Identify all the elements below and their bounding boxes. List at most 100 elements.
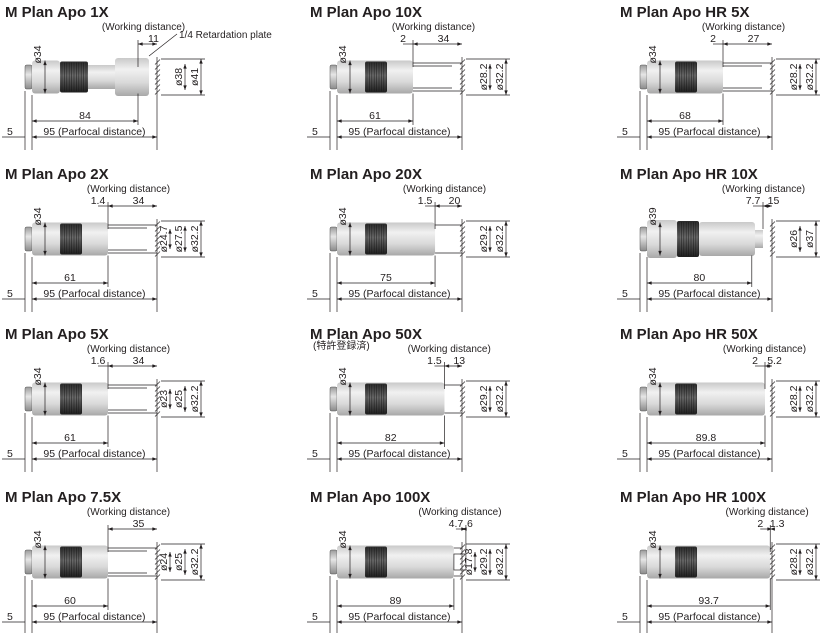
outer-diameter-label: ø32.2 xyxy=(189,225,201,252)
thread-cap xyxy=(329,549,338,575)
thread-length-label: 5 xyxy=(622,611,628,623)
focal-plane-hatch xyxy=(154,251,161,257)
focal-plane-hatch xyxy=(459,396,466,402)
focal-plane-hatch xyxy=(769,544,776,550)
focal-plane-hatch xyxy=(154,381,161,387)
parfocal-label: 95 (Parfocal distance) xyxy=(348,448,450,460)
focal-plane-hatch xyxy=(459,59,466,65)
objective-body xyxy=(647,382,765,416)
retardation-plate-leader xyxy=(148,33,178,57)
working-distance-caption: (Working distance) xyxy=(87,344,170,355)
thread-length-label: 5 xyxy=(7,126,13,138)
focal-plane-hatch xyxy=(459,549,466,555)
working-distance-label: 27 xyxy=(748,33,760,45)
thread-cap xyxy=(639,549,648,575)
focal-plane-hatch xyxy=(154,59,161,65)
objective-title: M Plan Apo 7.5X xyxy=(5,489,121,506)
objective-title: M Plan Apo 2X xyxy=(5,166,109,183)
focal-plane-hatch xyxy=(154,559,161,565)
focal-plane-hatch xyxy=(154,236,161,242)
thread-length-label: 5 xyxy=(312,126,318,138)
body-diameter-label: ø34 xyxy=(337,45,349,63)
body-diameter-label: ø34 xyxy=(32,207,44,225)
focal-plane-hatch xyxy=(459,559,466,565)
thread-cap xyxy=(639,386,648,412)
objective-body xyxy=(337,382,445,416)
tube-diameter-label: ø24 xyxy=(158,553,170,571)
thread-length-label: 5 xyxy=(312,448,318,460)
focal-plane-hatch xyxy=(154,69,161,75)
focal-plane-hatch xyxy=(769,396,776,402)
thread-length-label: 5 xyxy=(622,448,628,460)
objective-body xyxy=(647,220,677,258)
thread-length-label: 5 xyxy=(312,288,318,300)
focal-plane-hatch xyxy=(769,226,776,232)
focal-plane-hatch xyxy=(769,559,776,565)
inner-diameter-label: ø27.5 xyxy=(173,225,185,252)
focal-plane-hatch xyxy=(154,564,161,570)
parfocal-label: 95 (Parfocal distance) xyxy=(348,288,450,300)
focal-plane-hatch xyxy=(154,396,161,402)
working-distance-caption: (Working distance) xyxy=(392,22,475,33)
parfocal-label: 95 (Parfocal distance) xyxy=(43,611,145,623)
inner-diameter-label: ø38 xyxy=(173,68,185,86)
body-length-label: 75 xyxy=(380,272,392,284)
focal-plane-hatch xyxy=(459,574,466,580)
objective-title: M Plan Apo 10X xyxy=(310,4,422,21)
focal-plane-hatch xyxy=(769,241,776,247)
objective-title: M Plan Apo 100X xyxy=(310,489,430,506)
focal-plane-hatch xyxy=(459,246,466,252)
working-distance-caption: (Working distance) xyxy=(723,344,806,355)
body-length-label: 82 xyxy=(385,432,397,444)
parfocal-label: 95 (Parfocal distance) xyxy=(658,288,760,300)
outer-diameter-label: ø32.2 xyxy=(494,225,506,252)
focal-plane-hatch xyxy=(769,251,776,257)
working-distance-label: 1.3 xyxy=(770,518,785,530)
offset-label: 1.4 xyxy=(91,195,106,207)
outer-diameter-label: ø32.2 xyxy=(494,548,506,575)
thread-cap xyxy=(329,64,338,90)
outer-diameter-label: ø32.2 xyxy=(804,548,816,575)
body-length-label: 89 xyxy=(390,595,402,607)
thread-length-label: 5 xyxy=(7,448,13,460)
inner-diameter-label: ø26 xyxy=(788,230,800,248)
focal-plane-hatch xyxy=(459,564,466,570)
body-length-label: 61 xyxy=(369,110,381,122)
focal-plane-hatch xyxy=(459,386,466,392)
focal-plane-hatch xyxy=(154,386,161,392)
focal-plane-hatch xyxy=(769,84,776,90)
focal-plane-hatch xyxy=(459,79,466,85)
focal-plane-hatch xyxy=(459,391,466,397)
working-distance-caption: (Working distance) xyxy=(408,344,491,355)
focal-plane-hatch xyxy=(769,246,776,252)
focal-plane-hatch xyxy=(154,544,161,550)
working-distance-label: 15 xyxy=(768,195,780,207)
offset-label: 7.7 xyxy=(746,195,761,207)
focal-plane-hatch xyxy=(154,554,161,560)
focal-plane-hatch xyxy=(459,84,466,90)
working-distance-caption: (Working distance) xyxy=(102,22,185,33)
thread-cap xyxy=(639,226,648,252)
body-diameter-label: ø34 xyxy=(337,367,349,385)
working-distance-caption: (Working distance) xyxy=(87,184,170,195)
outer-diameter-label: ø32.2 xyxy=(804,385,816,412)
inner-diameter-label: ø29.2 xyxy=(478,225,490,252)
focal-plane-hatch xyxy=(769,79,776,85)
working-distance-caption: (Working distance) xyxy=(403,184,486,195)
body-length-label: 80 xyxy=(694,272,706,284)
tube-diameter-label: ø17.8 xyxy=(463,548,475,575)
objective-nose xyxy=(755,230,763,248)
working-distance-caption: (Working distance) xyxy=(418,507,501,518)
objective-title: M Plan Apo HR 100X xyxy=(620,489,766,506)
focal-plane-hatch xyxy=(154,64,161,70)
body-diameter-label: ø34 xyxy=(32,530,44,548)
body-length-label: 89.8 xyxy=(696,432,717,444)
inner-diameter-label: ø25 xyxy=(173,390,185,408)
parfocal-label: 95 (Parfocal distance) xyxy=(43,448,145,460)
thread-cap xyxy=(24,386,33,412)
